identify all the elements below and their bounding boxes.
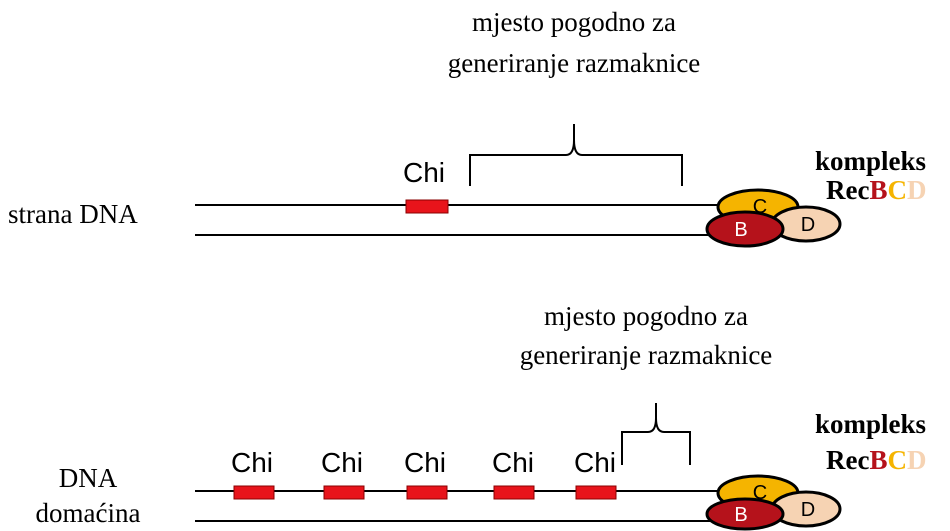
chi-label: Chi: [231, 447, 273, 478]
complex-letter-c: C: [887, 445, 907, 475]
spacer-note-line1: mjesto pogodno za: [544, 301, 748, 331]
panel-foreign-dna: mjesto pogodno za generiranje razmaknice…: [8, 7, 926, 248]
complex-letter-d: D: [907, 175, 927, 205]
complex-title: kompleks: [815, 409, 926, 439]
recbcd-complex: C D B: [705, 188, 842, 248]
chi-site: [575, 485, 617, 500]
recbcd-complex: C D B: [705, 474, 842, 531]
complex-prefix: Rec: [826, 175, 869, 205]
complex-letter-d: D: [907, 445, 927, 475]
chi-label: Chi: [403, 157, 445, 188]
host-dna-label-line1: DNA: [59, 463, 118, 493]
spacer-brace: [469, 124, 683, 186]
chi-site: [233, 485, 275, 500]
chi-site: [323, 485, 365, 500]
complex-letter-b: B: [869, 445, 887, 475]
host-dna-label-line2: domaćina: [36, 498, 141, 528]
spacer-note-line1: mjesto pogodno za: [472, 7, 676, 37]
complex-name: RecBCD: [826, 175, 926, 205]
chi-label: Chi: [492, 447, 534, 478]
complex-prefix: Rec: [826, 445, 869, 475]
subunit-d-label: D: [801, 499, 815, 521]
spacer-brace: [621, 403, 691, 465]
subunit-d-label: D: [801, 214, 815, 236]
spacer-note-line2: generiranje razmaknice: [520, 340, 773, 370]
subunit-b-label: B: [734, 219, 747, 241]
complex-title: kompleks: [815, 146, 926, 176]
chi-label: Chi: [321, 447, 363, 478]
chi-label: Chi: [404, 447, 446, 478]
complex-letter-b: B: [869, 175, 887, 205]
spacer-note-line2: generiranje razmaknice: [448, 48, 701, 78]
chi-site: [405, 199, 449, 214]
subunit-b: [705, 210, 785, 248]
chi-label: Chi: [574, 447, 616, 478]
complex-letter-c: C: [887, 175, 907, 205]
panel-host-dna: mjesto pogodno za generiranje razmaknice…: [36, 301, 926, 531]
complex-name: RecBCD: [826, 445, 926, 475]
foreign-dna-label: strana DNA: [8, 199, 138, 229]
subunit-b-label: B: [734, 504, 747, 526]
subunit-b: [705, 497, 785, 531]
chi-site: [493, 485, 535, 500]
chi-site: [406, 485, 448, 500]
